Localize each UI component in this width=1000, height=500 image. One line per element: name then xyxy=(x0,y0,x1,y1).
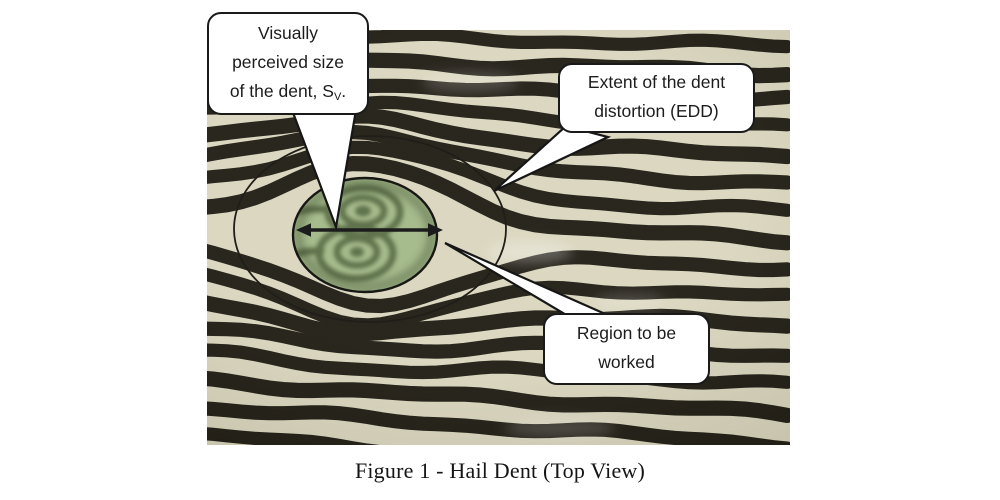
callout-sv-line3: of the dent, SV. xyxy=(209,77,367,106)
figure-caption: Figure 1 - Hail Dent (Top View) xyxy=(354,458,646,483)
subscript-v: V xyxy=(333,91,342,103)
callout-edd-line1: Extent of the dent xyxy=(587,72,726,92)
callout-sv-line3-period: . xyxy=(341,81,347,101)
zebra-stripe xyxy=(207,427,380,445)
callout-region-line2: worked xyxy=(598,352,655,372)
dent-region xyxy=(291,176,439,294)
callout-sv-line2: perceived size xyxy=(232,52,344,72)
callout-visually-perceived-size: Visually perceived size of the dent, SV. xyxy=(207,12,369,115)
callout-region-line1: Region to be xyxy=(576,323,677,343)
zebra-stripe xyxy=(207,370,790,423)
callout-region-to-be-worked: Region to be worked xyxy=(543,313,710,385)
edd-boundary-ellipse xyxy=(233,135,507,323)
zebra-stripe xyxy=(207,401,790,445)
callout-sv-line1: Visually xyxy=(258,23,318,43)
callout-edd-line2: distortion (EDD) xyxy=(594,101,719,121)
callout-sv-line3-text: of the dent, S xyxy=(229,81,334,101)
callout-edd: Extent of the dent distortion (EDD) xyxy=(558,63,755,133)
